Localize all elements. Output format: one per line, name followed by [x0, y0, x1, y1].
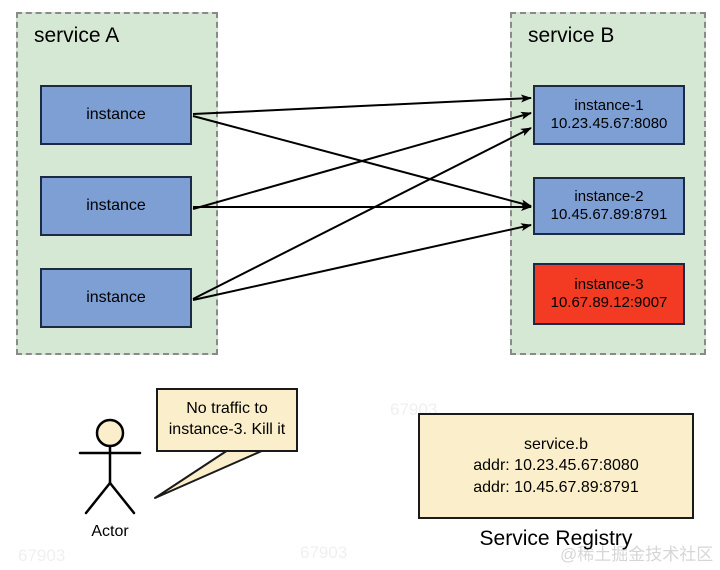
service-a-title: service A — [34, 24, 120, 47]
service-a-instance-3[interactable]: instance — [40, 268, 192, 328]
service-a-instance-3-label: instance — [86, 288, 146, 306]
service-b-instance-3-name: instance-3 — [574, 276, 644, 294]
callout-bubble: No traffic to instance-3. Kill it — [156, 388, 298, 452]
actor-label: Actor — [91, 523, 129, 540]
service-b-instance-2-addr: 10.45.67.89:8791 — [550, 206, 668, 223]
service-a-instance-2[interactable]: instance — [40, 176, 192, 236]
callout-tail-shape — [154, 449, 265, 499]
service-a-instance-2-label: instance — [86, 196, 146, 214]
registry-addr-2: addr: 10.45.67.89:8791 — [473, 478, 639, 496]
actor-leg-right — [108, 481, 136, 515]
arrow-a3-b2 — [192, 223, 532, 301]
service-b-instance-1[interactable]: instance-1 10.23.45.67:8080 — [533, 85, 685, 145]
registry-service-name: service.b — [523, 435, 589, 453]
service-b-instance-1-name: instance-1 — [574, 97, 644, 115]
service-b-instance-1-addr: 10.23.45.67:8080 — [550, 115, 668, 132]
service-b-instance-2-name: instance-2 — [574, 188, 644, 206]
arrow-a3-b1 — [192, 127, 532, 300]
service-registry-caption: Service Registry — [479, 527, 633, 550]
callout-line-2: instance-3. Kill it — [168, 421, 286, 438]
service-b-instance-3-addr: 10.67.89.12:9007 — [550, 294, 668, 311]
service-b-title: service B — [528, 24, 615, 47]
service-registry-box: service.b addr: 10.23.45.67:8080 addr: 1… — [418, 413, 694, 519]
service-a-instance-1-label: instance — [86, 105, 146, 123]
arrow-a2-b1 — [192, 111, 532, 210]
callout-line-1: No traffic to — [186, 400, 268, 418]
service-b-instance-2[interactable]: instance-2 10.45.67.89:8791 — [533, 177, 685, 235]
service-a-instance-1[interactable]: instance — [40, 85, 192, 145]
actor-leg-left — [84, 481, 112, 515]
arrow-a1-b1 — [192, 94, 532, 115]
registry-addr-1: addr: 10.23.45.67:8080 — [473, 457, 639, 475]
service-b-instance-3[interactable]: instance-3 10.67.89.12:9007 — [533, 263, 685, 325]
